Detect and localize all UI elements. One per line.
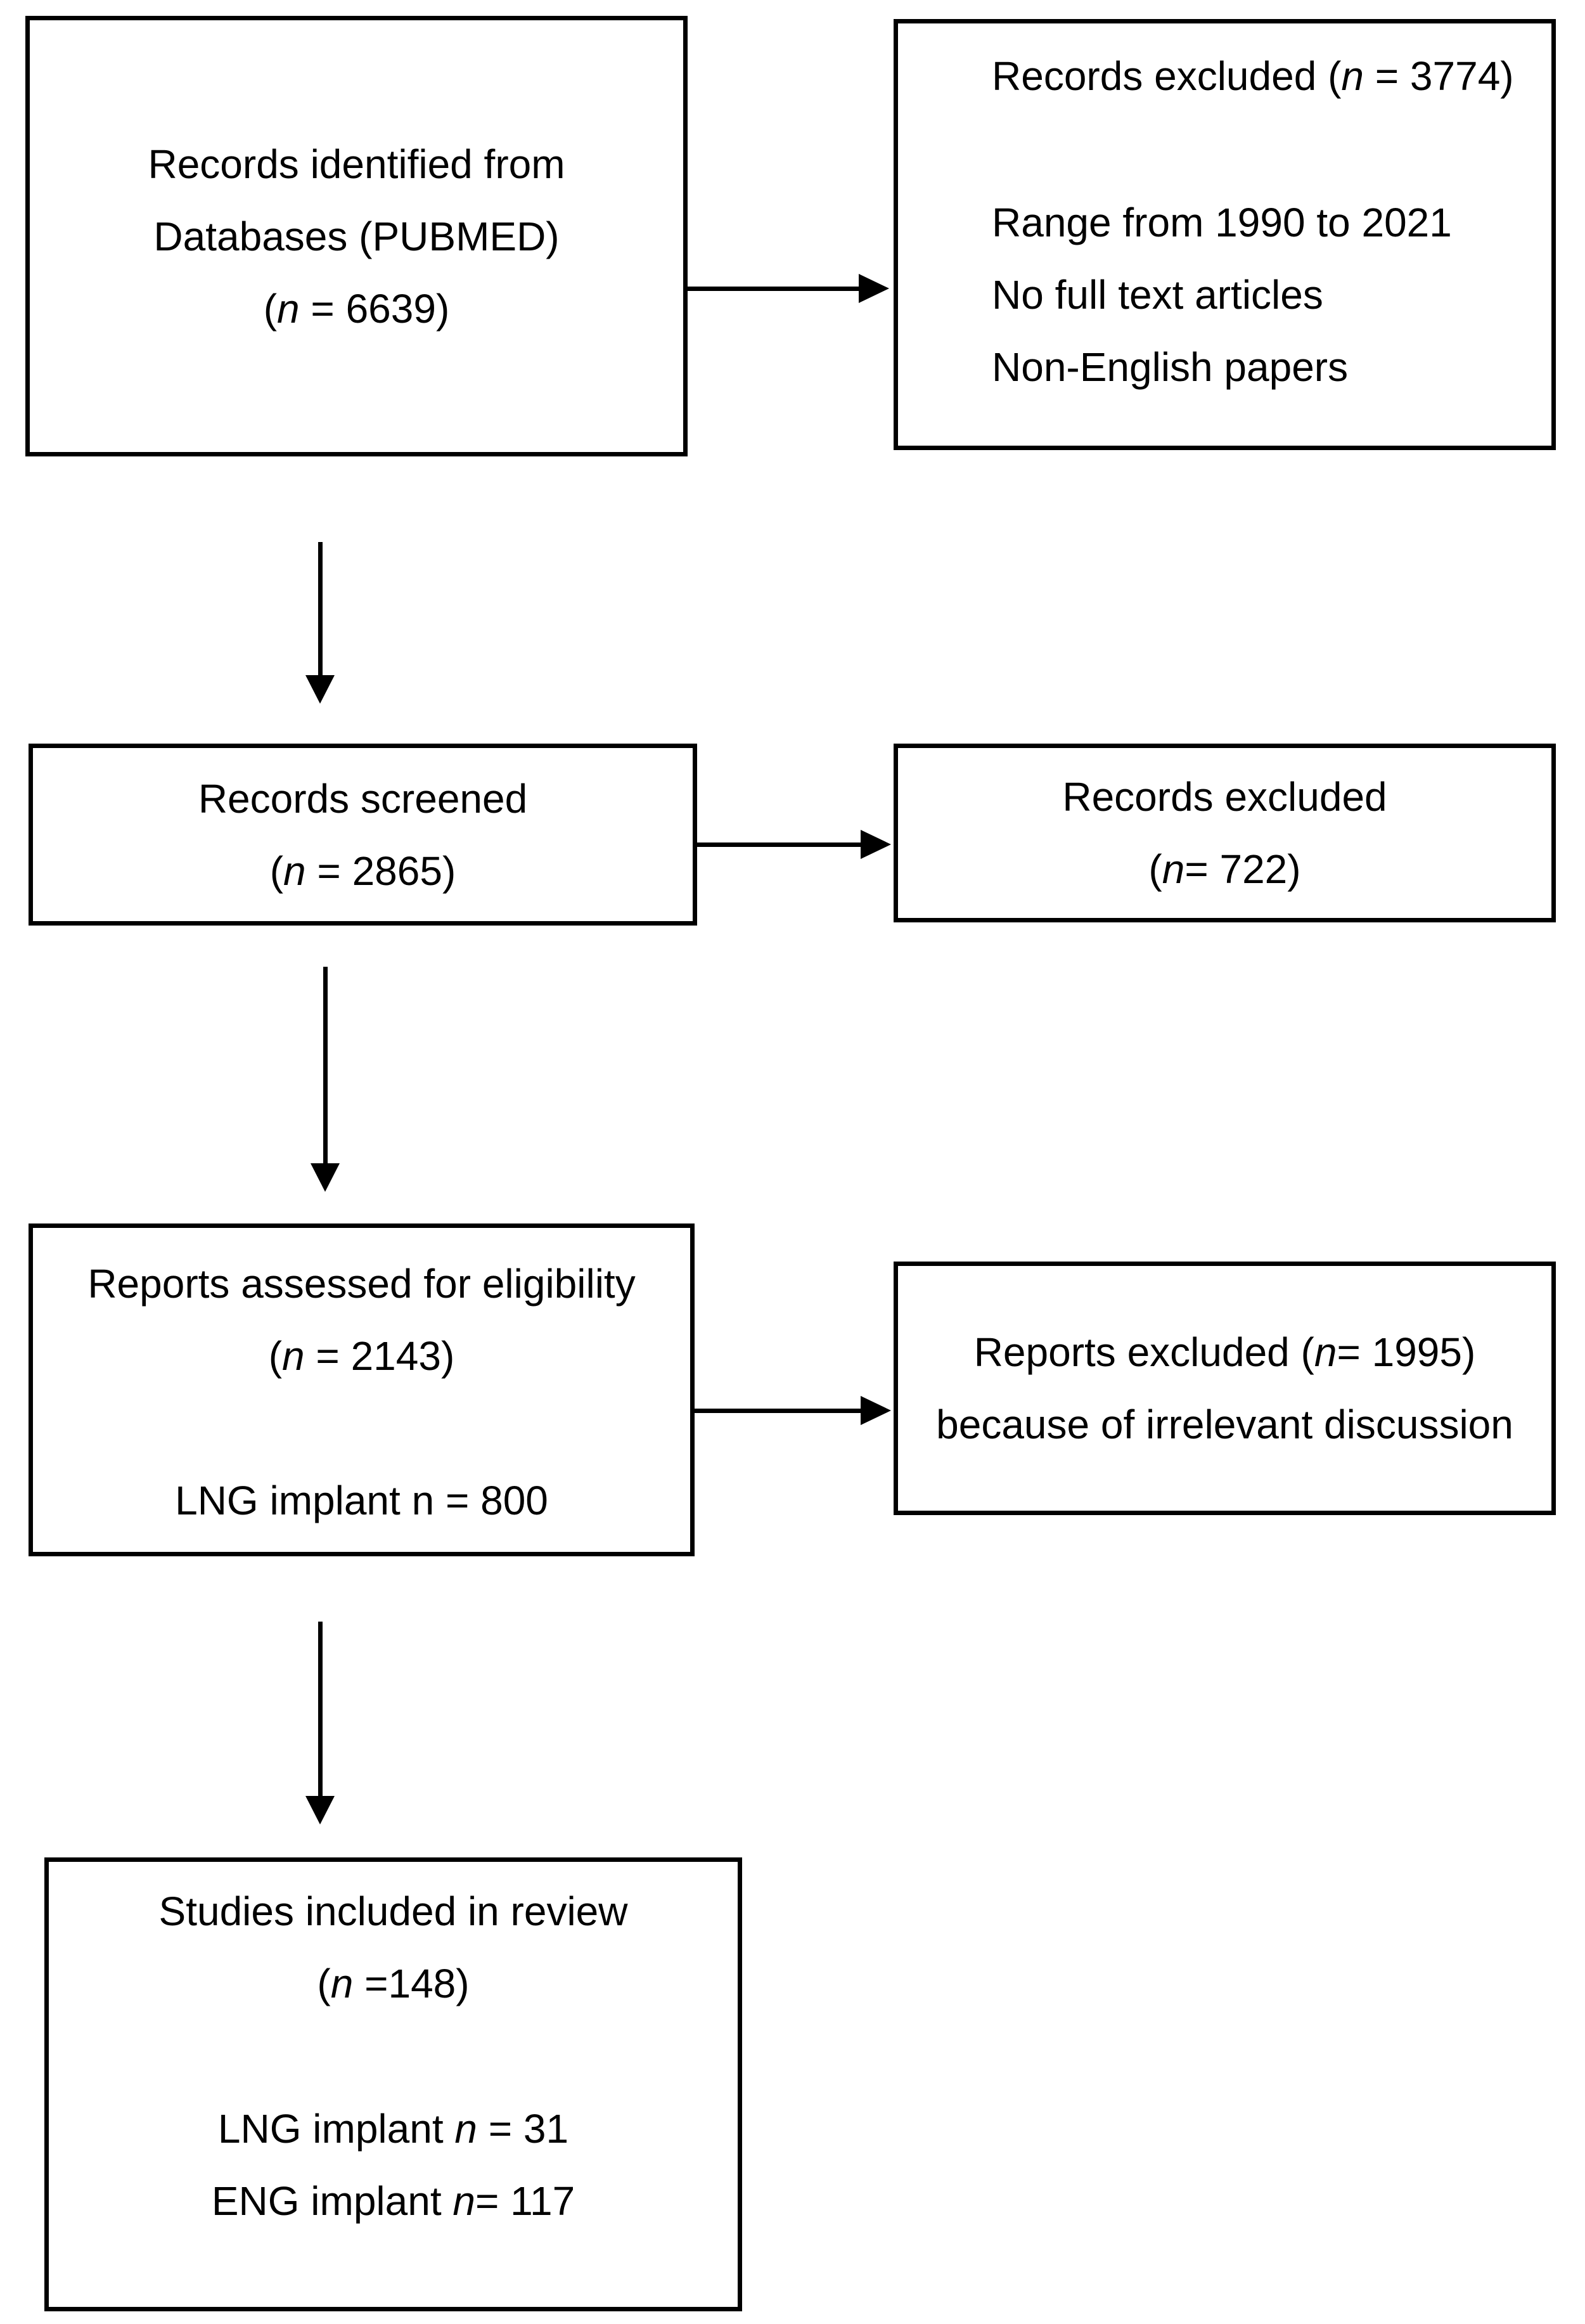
text-segment: LNG implant n = 800: [175, 1478, 548, 1523]
text-segment: = 2143): [304, 1333, 455, 1379]
arrowhead-down-icon: [311, 1163, 340, 1192]
exclusion-reason-language: Non-English papers: [992, 331, 1532, 403]
arrow-shaft: [323, 967, 328, 1165]
text-segment: n: [1314, 1329, 1337, 1375]
text-segment: Studies included in review: [158, 1888, 628, 1934]
text-segment: = 722): [1184, 846, 1301, 892]
arrow-shaft: [695, 1409, 862, 1413]
included-eng-count: ENG implant n= 117: [49, 2165, 738, 2237]
text-segment: n: [1341, 53, 1364, 99]
text-segment: ENG implant: [211, 2178, 453, 2224]
records-screened-line-1: Records screened: [33, 763, 693, 835]
arrow-shaft: [688, 287, 860, 291]
reports-assessed-count: (n = 2143): [33, 1320, 690, 1392]
text-segment: (: [263, 285, 278, 332]
arrowhead-right-icon: [859, 274, 889, 303]
records-identified-line-1: Records identified from: [30, 128, 683, 200]
text-segment: No full text articles: [992, 272, 1323, 318]
box-studies-included: Studies included in review (n =148) LNG …: [44, 1857, 742, 2311]
text-segment: n: [452, 2178, 475, 2224]
text-segment: = 117: [475, 2178, 575, 2224]
text-segment: Databases (PUBMED): [153, 213, 560, 259]
records-screened-count: (n = 2865): [33, 835, 693, 907]
text-segment: n: [282, 1333, 305, 1379]
reports-excluded-reason: because of irrelevant discussion: [898, 1388, 1551, 1461]
text-segment: = 1995): [1337, 1329, 1476, 1375]
arrowhead-down-icon: [305, 1796, 335, 1824]
text-segment: because of irrelevant discussion: [936, 1402, 1513, 1447]
spacer: [49, 2020, 738, 2093]
text-segment: Records excluded: [1062, 774, 1387, 820]
studies-included-count: (n =148): [49, 1947, 738, 2020]
arrowhead-down-icon: [305, 675, 335, 704]
included-lng-count: LNG implant n = 31: [49, 2093, 738, 2165]
text-segment: = 31: [477, 2106, 569, 2152]
box-records-excluded-mid: Records excluded (n= 722): [894, 744, 1556, 922]
lng-implant-count: LNG implant n = 800: [33, 1464, 690, 1537]
text-segment: Records excluded (: [992, 53, 1342, 99]
records-excluded-top-count: Records excluded (n = 3774): [992, 40, 1532, 112]
text-segment: LNG implant: [217, 2106, 455, 2152]
studies-included-line-1: Studies included in review: [49, 1875, 738, 1947]
box-records-identified: Records identified from Databases (PUBME…: [25, 16, 688, 456]
text-segment: Non-English papers: [992, 344, 1349, 390]
box-records-screened: Records screened (n = 2865): [29, 744, 697, 926]
reports-assessed-line-1: Reports assessed for eligibility: [33, 1248, 690, 1320]
records-excluded-mid-line-1: Records excluded: [898, 761, 1551, 833]
box-records-excluded-top: Records excluded (n = 3774) Range from 1…: [894, 19, 1556, 450]
spacer: [33, 1392, 690, 1464]
text-segment: (: [268, 1333, 283, 1379]
exclusion-reason-range: Range from 1990 to 2021: [992, 186, 1532, 259]
text-segment: n: [277, 285, 300, 332]
arrowhead-right-icon: [861, 830, 891, 859]
text-segment: n: [283, 848, 306, 894]
text-segment: =148): [353, 1961, 470, 2006]
text-segment: n: [454, 2106, 477, 2152]
arrowhead-right-icon: [861, 1396, 891, 1425]
text-segment: (: [1148, 846, 1162, 892]
exclusion-reason-fulltext: No full text articles: [992, 259, 1532, 331]
text-segment: = 6639): [299, 285, 450, 332]
text-segment: Reports excluded (: [973, 1329, 1314, 1375]
text-segment: = 3774): [1363, 53, 1514, 99]
text-segment: = 2865): [305, 848, 456, 894]
arrow-shaft: [697, 842, 862, 847]
text-segment: Range from 1990 to 2021: [992, 200, 1452, 245]
text-segment: n: [330, 1961, 354, 2006]
text-segment: Records screened: [198, 775, 528, 822]
text-segment: Records identified from: [148, 141, 565, 187]
text-segment: n: [1162, 846, 1185, 892]
records-identified-count: (n = 6639): [30, 273, 683, 345]
records-identified-line-2: Databases (PUBMED): [30, 200, 683, 273]
reports-excluded-count: Reports excluded (n= 1995): [898, 1316, 1551, 1388]
box-reports-excluded: Reports excluded (n= 1995) because of ir…: [894, 1262, 1556, 1515]
text-segment: (: [317, 1961, 331, 2006]
arrow-shaft: [318, 542, 323, 676]
spacer: [992, 112, 1532, 186]
text-segment: Reports assessed for eligibility: [87, 1261, 636, 1307]
arrow-shaft: [318, 1622, 323, 1797]
records-excluded-mid-count: (n= 722): [898, 833, 1551, 905]
box-reports-assessed: Reports assessed for eligibility (n = 21…: [29, 1223, 695, 1556]
text-segment: (: [269, 848, 284, 894]
